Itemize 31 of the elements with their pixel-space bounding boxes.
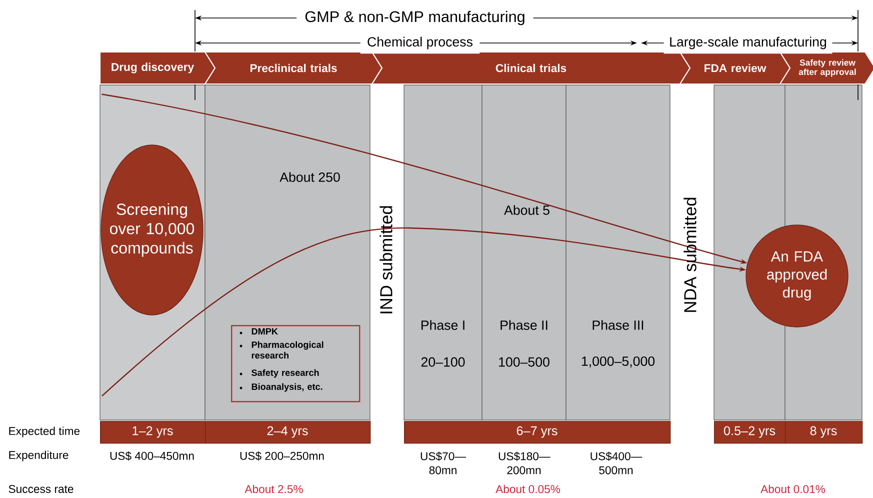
participants-label: 100–500 bbox=[499, 357, 550, 367]
time-bar: 0.5–2 yrs bbox=[714, 421, 786, 444]
stage-banner: Drug discovery bbox=[99, 51, 216, 85]
phase-label: Phase II bbox=[500, 320, 548, 330]
count-label: About 250 bbox=[280, 172, 340, 182]
rate-label: About 2.5% bbox=[244, 484, 303, 494]
span-label: Chemical process bbox=[360, 32, 480, 54]
time-bar: 2–4 yrs bbox=[205, 421, 371, 444]
stage-banner: Preclinical trials bbox=[204, 51, 383, 85]
heading-label: GMP & non-GMP manufacturing bbox=[296, 6, 534, 30]
phase-label: Phase III bbox=[592, 320, 644, 330]
stage-banner: Clinical trials bbox=[371, 51, 691, 85]
milestone-label: NDA submitted bbox=[684, 198, 696, 312]
time-bar: 1–2 yrs bbox=[100, 421, 206, 444]
bullet-list-box: DMPK Pharmacological research Safety research Bioanalysis, etc. bbox=[231, 324, 360, 402]
count-label: About 5 bbox=[504, 205, 550, 215]
rate-label: About 0.01% bbox=[760, 484, 826, 494]
phase-label: Phase I bbox=[422, 320, 464, 330]
participants-label: 20–100 bbox=[421, 357, 465, 367]
rate-label: About 0.05% bbox=[496, 484, 560, 494]
time-bar: 8 yrs bbox=[785, 421, 863, 444]
row-label: Success rate bbox=[8, 485, 74, 493]
span-label: Large-scale manufacturing bbox=[664, 32, 832, 54]
node-label: Safety review after approval bbox=[798, 59, 856, 77]
cost-label: US$ 400–450mn bbox=[110, 451, 194, 461]
milestone-label: IND submitted bbox=[380, 206, 392, 314]
time-bar: 6–7 yrs bbox=[404, 421, 671, 444]
stage-banner: Safety review after approval bbox=[779, 51, 873, 85]
participants-label: 1,000–5,000 bbox=[582, 356, 655, 368]
row-label: Expected time bbox=[9, 426, 80, 438]
row-label: Expenditure bbox=[9, 450, 68, 462]
